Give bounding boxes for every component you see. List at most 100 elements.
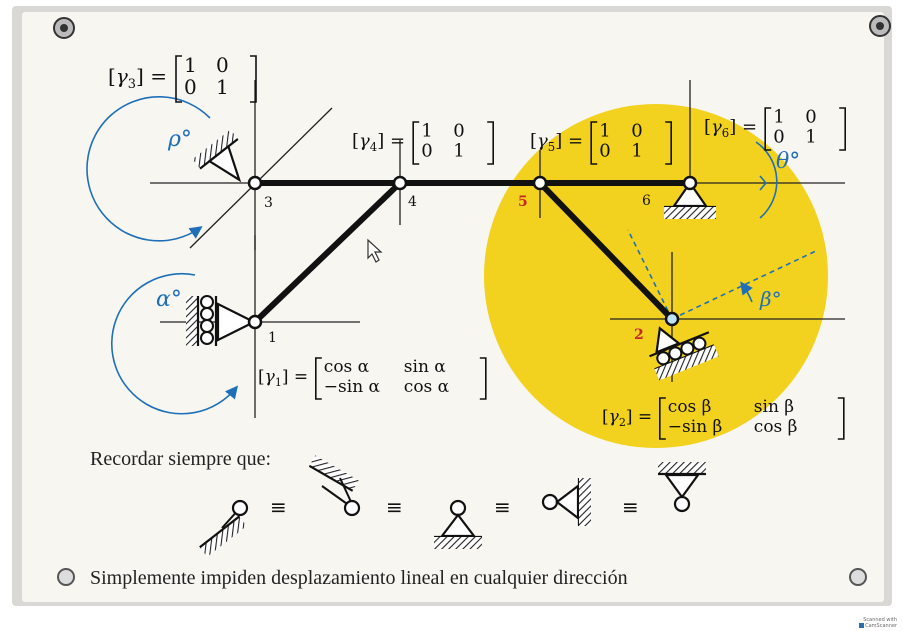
node-3: [247, 175, 263, 191]
equiv-sign-4: ≡: [622, 495, 639, 519]
support-variant-1-icon: [199, 499, 249, 557]
matrix-gamma6-cell-0-0: 1: [773, 107, 784, 128]
screw-top-left-icon: [53, 17, 75, 39]
screw-bottom-left-icon: [57, 568, 75, 586]
matrix-gamma5-cell-1-1: 1: [631, 141, 642, 162]
node-6: [682, 175, 698, 191]
matrix-gamma3-cell-0-1: 0: [216, 53, 229, 77]
roller-support-node-2-icon: [649, 326, 719, 381]
support-equivalence-row: ≡ ≡ ≡ ≡: [199, 455, 706, 557]
watermark-line-2: CamScanner: [865, 623, 897, 629]
alpha-arc: [110, 272, 239, 415]
mouse-cursor-icon: [367, 238, 383, 263]
matrix-gamma1-name: [γ1] =: [258, 367, 308, 389]
support-variant-5-icon: [658, 462, 706, 513]
node-2-label: 2: [634, 327, 644, 343]
matrix-gamma6-right-bracket: [839, 107, 846, 151]
alpha-label: α°: [156, 287, 182, 312]
node-4: [392, 175, 408, 191]
matrix-gamma6-cell-1-0: 0: [773, 127, 784, 148]
matrix-gamma3-cell-0-0: 1: [184, 53, 197, 77]
matrix-gamma5-cell-0-1: 0: [631, 121, 642, 142]
matrix-gamma2-cell-0-0: cos β: [668, 397, 712, 417]
matrix-gamma5-cell-0-0: 1: [599, 121, 610, 142]
matrix-gamma6-name: [γ6] =: [704, 117, 757, 141]
theta-marker: [759, 175, 768, 191]
roller-support-node-1-icon: [186, 295, 257, 346]
highlight-circle: [484, 104, 828, 448]
matrix-gamma1-cell-1-0: −sin α: [324, 377, 381, 397]
rotated-axes-node-2: [627, 229, 819, 320]
equiv-sign-1: ≡: [270, 495, 287, 519]
beta-label: β°: [759, 287, 782, 311]
matrix-gamma6-left-bracket: [764, 107, 772, 151]
theta-label: θ°: [776, 149, 800, 174]
angle-arcs: [86, 96, 778, 415]
matrix-gamma4-cell-1-1: 1: [453, 141, 464, 162]
matrix-gamma4-cell-1-0: 0: [421, 141, 432, 162]
matrix-gamma4-cell-0-0: 1: [421, 121, 432, 142]
matrix-gamma4-cell-0-1: 0: [453, 121, 464, 142]
node-4-label: 4: [408, 194, 417, 210]
node-1: [247, 314, 263, 330]
frame-members: [252, 180, 693, 325]
matrix-gamma5-name: [γ5] =: [530, 131, 583, 155]
matrix-gamma3-left-bracket: [175, 55, 182, 103]
matrix-gamma3-right-bracket: [250, 55, 257, 103]
matrix-gamma3-cell-1-0: 0: [184, 75, 197, 99]
matrix-gamma5-right-bracket: [665, 121, 672, 165]
support-variant-4-icon: [541, 478, 591, 526]
scanner-watermark: Scanned with CamScanner: [859, 617, 897, 629]
rho-arc: [86, 96, 211, 242]
reminder-text: Recordar siempre que:: [90, 448, 271, 470]
matrix-gamma2-left-bracket: [659, 397, 666, 440]
matrix-gamma1-right-bracket: [479, 357, 487, 400]
matrix-gamma6-cell-0-1: 0: [805, 107, 816, 128]
support-variant-2-icon: [308, 455, 361, 517]
matrix-gamma5-cell-1-0: 0: [599, 141, 610, 162]
matrix-gamma6-cell-1-1: 1: [805, 127, 816, 148]
watermark-line-1: Scanned with: [863, 617, 897, 623]
matrix-gamma3-name: [γ3] =: [108, 64, 167, 92]
screw-top-right-icon: [869, 15, 891, 37]
pin-support-node-3-icon: [192, 129, 242, 183]
matrix-gamma2-cell-1-0: −sin β: [668, 417, 723, 437]
matrix-gamma1-cell-0-1: sin α: [404, 357, 447, 377]
joint-nodes: [247, 175, 698, 330]
node-2: [664, 311, 680, 327]
node-5-label: 5: [518, 194, 528, 210]
equiv-sign-2: ≡: [386, 495, 403, 519]
equiv-sign-3: ≡: [494, 495, 511, 519]
conclusion-text: Simplemente impiden desplazamiento linea…: [90, 567, 628, 589]
matrix-gamma2-right-bracket: [837, 397, 845, 440]
node-5: [532, 175, 548, 191]
matrix-gamma1-left-bracket: [315, 357, 322, 400]
matrix-gamma3-cell-1-1: 1: [216, 75, 229, 99]
matrix-gamma5-left-bracket: [590, 121, 598, 165]
camscanner-logo-icon: [859, 623, 865, 628]
node-6-label: 6: [642, 193, 651, 209]
screw-bottom-right-icon: [849, 568, 867, 586]
matrix-gamma2-name: [γ2] =: [602, 407, 652, 429]
rho-label: ρ°: [167, 127, 192, 152]
node-3-label: 3: [264, 195, 273, 211]
beta-arc: [740, 281, 753, 303]
matrix-gamma1-cell-0-0: cos α: [324, 357, 370, 377]
pin-support-node-6-icon: [664, 181, 716, 219]
matrix-gamma2-cell-1-1: cos β: [754, 417, 798, 437]
theta-arc: [755, 141, 778, 219]
matrix-gamma2-cell-0-1: sin β: [754, 397, 794, 417]
node-1-label: 1: [268, 330, 277, 346]
matrix-gamma4-right-bracket: [487, 121, 494, 165]
matrix-gamma4-name: [γ4] =: [352, 131, 405, 155]
matrix-gamma1-cell-1-1: cos α: [404, 377, 450, 397]
